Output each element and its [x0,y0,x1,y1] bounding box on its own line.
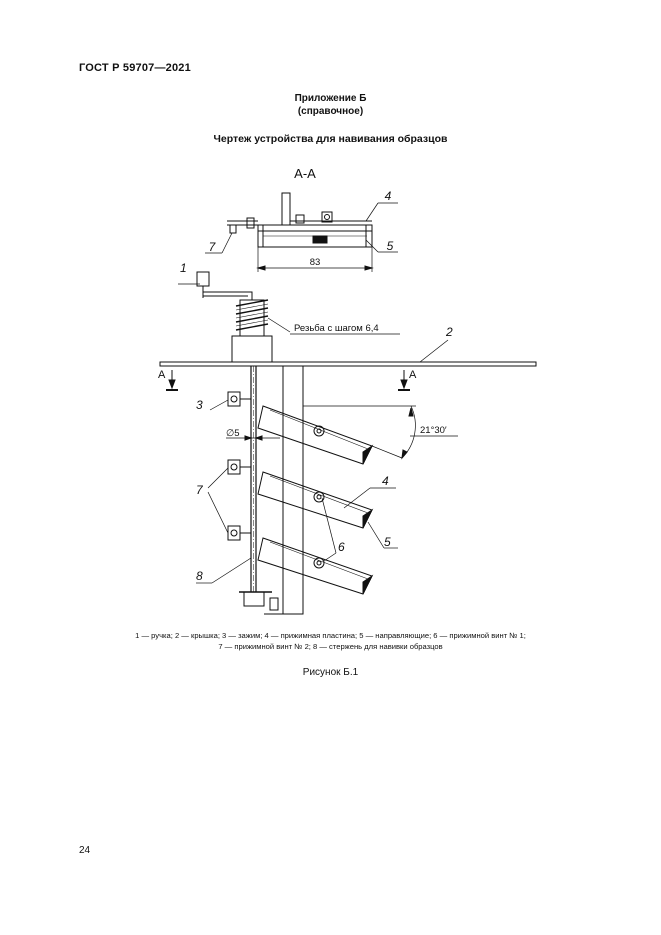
clamp-7b [227,525,241,541]
callout-1: 1 [180,261,187,275]
handle-arm [203,291,253,300]
clamp-7a [227,459,241,475]
callout-2: 2 [445,325,453,339]
appendix-note: (справочное) [297,106,364,117]
callout-4: 4 [382,474,389,488]
leader-7 [207,467,229,489]
legend-line-2: 7 — прижимной винт № 2; 8 — стержень для… [218,642,443,651]
cut-label-right: А [409,369,417,381]
figure-caption: Рисунок Б.1 [302,667,359,678]
callout-4-top: 4 [385,189,392,203]
appendix-title: Приложение Б [294,93,367,104]
leader-4 [343,487,371,509]
section-bolt [321,211,333,223]
clamp-3 [227,391,241,407]
callout-5: 5 [384,535,391,549]
callout-5-top: 5 [387,239,394,253]
standard-header: ГОСТ Р 59707—2021 [79,62,191,74]
dimension-width: 83 [310,257,321,268]
dim-arrow [256,265,266,271]
thread-label: Резьба с шагом 6,4 [294,323,379,334]
diameter-label: ∅5 [226,428,240,439]
legend-line-1: 1 — ручка; 2 — крышка; 3 — зажим; 4 — пр… [135,631,526,640]
section-knurl [312,235,328,244]
callout-7-top: 7 [209,240,217,254]
leader-2 [419,339,449,363]
guide-column [282,365,304,615]
leader-3 [209,399,229,411]
callout-6: 6 [338,540,345,554]
section-body [257,224,373,248]
figure-legend: 1 — ручка; 2 — крышка; 3 — зажим; 4 — пр… [60,630,601,652]
callout-8: 8 [196,569,203,583]
leader-4-top [365,202,379,222]
bottom-nut [243,591,265,607]
leader-5 [367,521,385,549]
page-number: 24 [79,845,91,856]
dim-arrow [364,265,374,271]
leader-7-top [221,232,233,254]
section-bolt [295,214,305,224]
callout-3: 3 [196,398,203,412]
section-bolt-head [324,214,330,220]
lid-plate [159,361,537,367]
section-bracket [281,192,291,226]
pressure-plate-3 [257,537,374,595]
figure-title: Чертеж устройства для навивания образцов [213,133,448,145]
appendix-heading: Приложение Б (справочное) [0,92,661,118]
base-block [231,335,273,363]
cut-label-left: А [158,369,166,381]
angle-label: 21°30′ [420,425,447,436]
clamp-screw [229,224,237,234]
leader-6 [321,497,337,554]
section-label: А-А [294,166,316,181]
callout-7: 7 [196,483,204,497]
leader-5-top [365,239,379,253]
thread-helix [235,299,269,331]
pressure-plate-1 [257,405,374,465]
leader-thread [267,317,291,333]
clamp-screw [246,217,255,229]
pressure-plate-2 [257,471,374,529]
